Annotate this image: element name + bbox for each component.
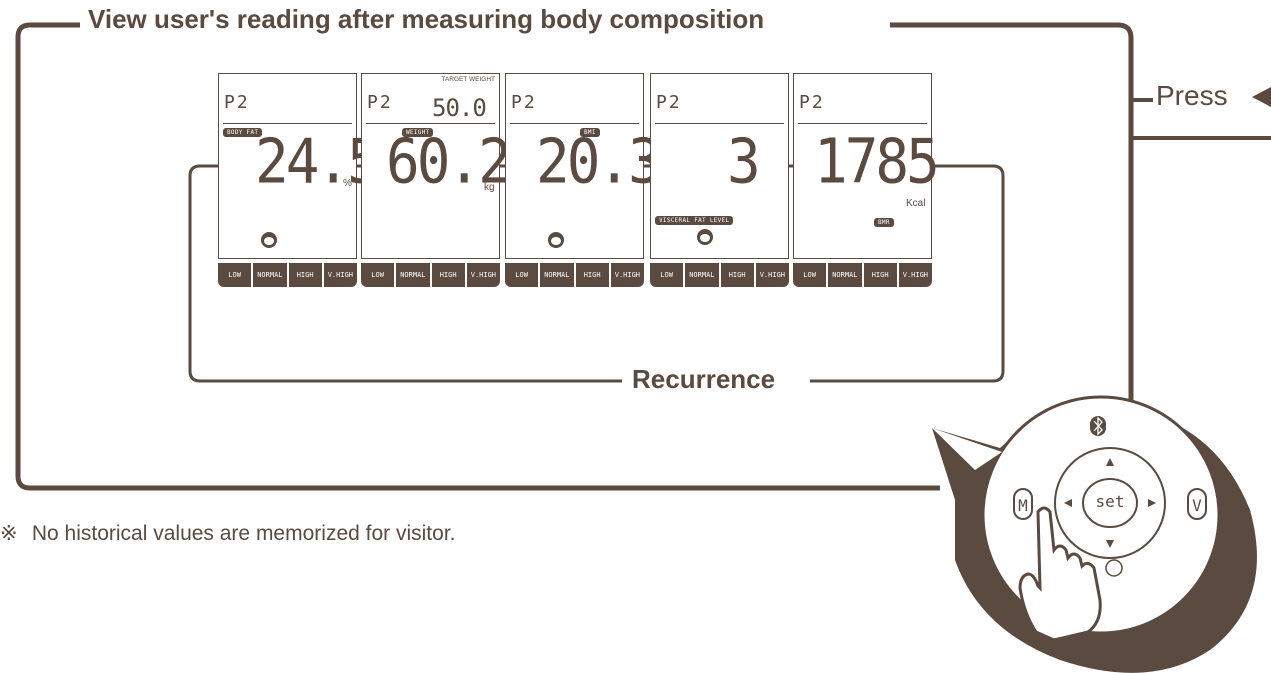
level-low: LOW [218,263,252,287]
level-high: HIGH [863,263,897,287]
level-bar: LOW NORMAL HIGH V.HIGH [793,263,932,287]
level-vhigh: V.HIGH [755,263,789,287]
level-bar: LOW NORMAL HIGH V.HIGH [650,263,789,287]
lcd-panel-visceral-fat: P2 3 VISCERAL FAT LEVEL [650,73,789,259]
metric-label: WEIGHT [402,128,434,137]
metric-unit: % [343,178,352,189]
left-arrow-icon [1064,499,1072,507]
set-button[interactable]: set [1095,492,1125,511]
level-bar: LOW NORMAL HIGH V.HIGH [218,263,357,287]
up-arrow-icon [1106,458,1114,466]
metric-value: 3 [727,126,761,198]
level-vhigh: V.HIGH [466,263,500,287]
right-arrow-icon [1148,499,1156,507]
level-high: HIGH [575,263,609,287]
m-button-outline [1013,488,1033,520]
level-normal: NORMAL [828,263,862,287]
face-icon [261,232,277,248]
level-bar: LOW NORMAL HIGH V.HIGH [505,263,644,287]
lcd-panel-bmr: P2 1785 Kcal BMR [793,73,940,259]
note-text: No historical values are memorized for v… [31,522,456,545]
v-button[interactable]: V [1192,496,1202,515]
level-normal: NORMAL [396,263,430,287]
profile-indicator: P2 [367,92,393,113]
level-low: LOW [650,263,684,287]
profile-indicator: P2 [656,92,682,113]
metric-unit: Kcal [906,198,926,209]
diagram-title: View user's reading after measuring body… [80,4,773,35]
lcd-panel-body-fat: P2 BODY FAT 24.5 % [218,73,381,259]
press-label: Press [1156,80,1228,111]
set-button-outline [1082,478,1138,528]
level-high: HIGH [431,263,465,287]
level-vhigh: V.HIGH [898,263,932,287]
metric-label: BMR [874,218,894,227]
metric-value: 24.5 [255,126,381,198]
lcd-panel-weight: P2 TARGET WEIGHT 50.0 WEIGHT 60.2 kg [361,73,512,259]
control-pad [1013,416,1207,640]
m-button[interactable]: M [1018,496,1028,515]
level-normal: NORMAL [253,263,287,287]
metric-value: 60.2 [386,126,512,198]
level-normal: NORMAL [685,263,719,287]
level-low: LOW [361,263,395,287]
note-symbol: ※ [0,522,18,545]
target-weight-label: TARGET WEIGHT [441,76,495,83]
face-icon [697,229,713,245]
level-vhigh: V.HIGH [610,263,644,287]
left-arrow-icon [1252,87,1271,107]
profile-indicator: P2 [799,92,825,113]
metric-label: VISCERAL FAT LEVEL [655,216,734,225]
level-low: LOW [505,263,539,287]
bluetooth-icon [1090,416,1106,436]
metric-value: 1785 [814,126,940,198]
level-high: HIGH [288,263,322,287]
metric-label: BODY FAT [223,128,263,137]
level-normal: NORMAL [540,263,574,287]
face-icon [548,232,564,248]
lcd-panel-bmi: P2 BMI 20.3 [505,73,662,259]
v-button-outline [1187,488,1207,520]
down-arrow-icon [1106,540,1114,548]
target-weight-value: 50.0 [432,94,487,122]
metric-value: 20.3 [536,126,662,198]
hand-pointer-icon [1018,506,1102,640]
level-high: HIGH [720,263,754,287]
footnote: ※ No historical values are memorized for… [0,521,456,546]
profile-indicator: P2 [511,92,537,113]
metric-label: BMI [580,128,600,137]
level-low: LOW [793,263,827,287]
level-bar: LOW NORMAL HIGH V.HIGH [361,263,500,287]
level-vhigh: V.HIGH [323,263,357,287]
metric-unit: kg [484,182,495,193]
profile-indicator: P2 [224,92,250,113]
recurrence-label: Recurrence [622,364,786,395]
